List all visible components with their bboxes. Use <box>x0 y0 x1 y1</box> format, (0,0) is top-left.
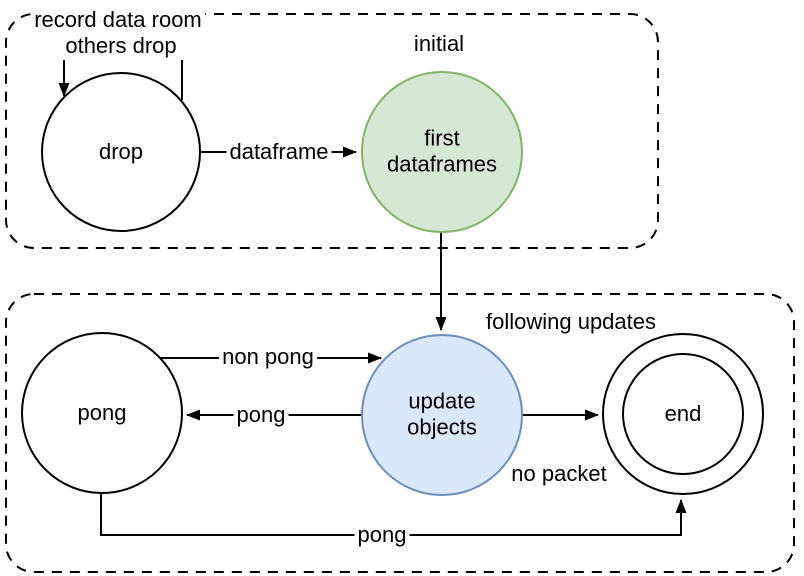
state-end-label: end <box>664 400 702 426</box>
edge-no-packet-label: no packet <box>511 460 607 486</box>
edge-dataframe-label: dataframe <box>226 138 332 166</box>
initial-group-border <box>5 13 659 249</box>
state-first-dataframes-label: first dataframes <box>386 125 498 177</box>
state-end-outer-circle <box>602 333 764 495</box>
edge-pong-back-label: pong <box>233 401 289 429</box>
edge-non-pong-label: non pong <box>219 343 317 371</box>
state-pong-circle <box>21 332 183 494</box>
edge-others-drop-label: others drop <box>62 32 180 60</box>
edge-record-data-room-label: record data room <box>31 6 205 34</box>
state-first-dataframes-circle <box>361 71 523 233</box>
following-updates-group-label: following updates <box>485 308 657 334</box>
initial-group-label: initial <box>413 30 465 56</box>
state-pong-label: pong <box>77 399 127 425</box>
state-drop-label: drop <box>98 138 144 164</box>
state-end-inner-circle <box>622 353 744 475</box>
edge-pong-to-end-label: pong <box>354 521 410 549</box>
following-updates-group-border <box>5 293 795 573</box>
state-drop-circle <box>41 72 201 232</box>
state-update-objects-circle <box>361 334 523 496</box>
state-update-objects-label: update objects <box>407 388 477 440</box>
